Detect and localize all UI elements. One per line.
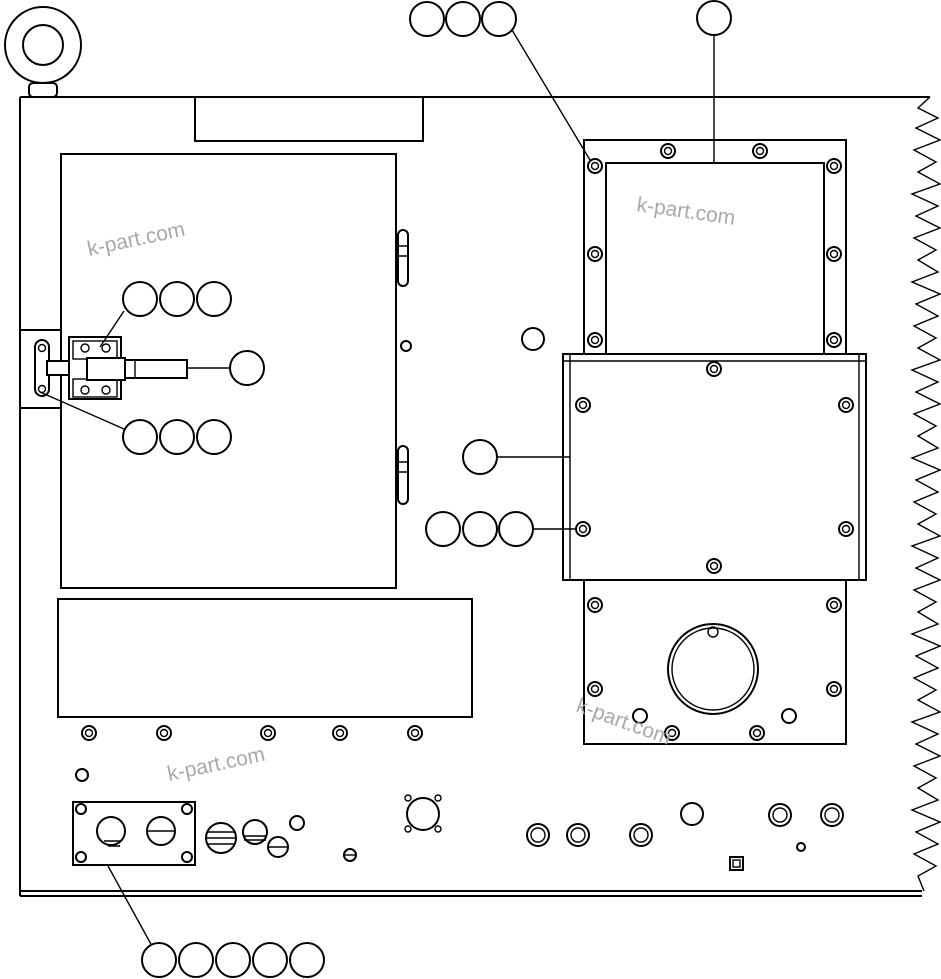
callout-group-top[interactable] [409,1,517,37]
small-hole [521,327,545,351]
callout-bubble[interactable] [289,942,325,978]
small-hole [289,815,305,831]
bolt [587,158,603,174]
bolt [587,332,603,348]
lower-left-cover [57,598,473,718]
watermark: k-part.com [85,218,187,261]
plug-fitting [205,822,237,854]
callout-bubble[interactable] [159,281,195,317]
bolt [826,681,842,697]
callout-bubble[interactable] [196,281,232,317]
callout-bubble[interactable] [196,419,232,455]
bolt [706,558,722,574]
bolt [752,143,768,159]
small-hole [796,842,806,852]
square-nut [729,856,744,871]
connector-plate [72,801,196,866]
bolt [587,246,603,262]
flange-fitting [404,794,442,833]
plug-fitting [343,848,357,862]
callout-bubble[interactable] [481,1,517,37]
callout-bubble[interactable] [122,281,158,317]
door-hinge-lower [397,445,409,505]
callout-bubble[interactable] [409,1,445,37]
small-hole [632,708,648,724]
grommet-pair [768,803,844,827]
bolt [660,143,676,159]
door-hinge-upper [397,229,409,287]
watermark: k-part.com [165,743,267,786]
bolt [838,397,854,413]
callout-group-bottom[interactable] [141,942,325,978]
watermark: k-part.com [573,694,674,750]
small-hole [781,708,797,724]
plug-fitting [267,836,289,858]
bolt [575,397,591,413]
lifting-eye [4,6,82,98]
plug-fitting [242,819,268,845]
bolt [749,725,765,741]
round-port [667,623,759,715]
callout-group-latch-lower[interactable] [122,419,232,455]
callout-bubble[interactable] [445,1,481,37]
bolt [664,725,680,741]
bolt [706,361,722,377]
callout-group-latch-upper[interactable] [122,281,232,317]
callout-bubble[interactable] [122,419,158,455]
center-cover [562,353,867,581]
callout-bubble[interactable] [498,511,534,547]
callout-bubble[interactable] [159,419,195,455]
bolt-row-left [81,725,423,741]
small-hole [680,802,704,826]
bolt [826,597,842,613]
bolt [826,332,842,348]
door-latch [19,329,188,409]
grommet-row [526,823,653,847]
bolt [826,158,842,174]
top-slot [194,96,424,142]
callout-bubble[interactable] [215,942,251,978]
bolt [838,521,854,537]
callout-group-center[interactable] [425,511,534,547]
upper-right-cover [583,139,847,355]
bolt [587,681,603,697]
leader-lines [39,29,715,947]
main-panel [19,96,941,897]
callout-bubble[interactable] [178,942,214,978]
callout-bubble[interactable] [425,511,461,547]
callout-bubble[interactable] [141,942,177,978]
bolt [587,597,603,613]
small-hole [400,340,412,352]
callout-bubble[interactable] [229,350,265,386]
bolt [826,246,842,262]
break-line [910,96,941,892]
callout-bubble[interactable] [252,942,288,978]
small-hole [75,768,89,782]
callout-bubble[interactable] [462,511,498,547]
callout-bubble[interactable] [462,439,498,475]
callout-bubble[interactable] [696,0,732,36]
watermark: k-part.com [635,193,736,230]
